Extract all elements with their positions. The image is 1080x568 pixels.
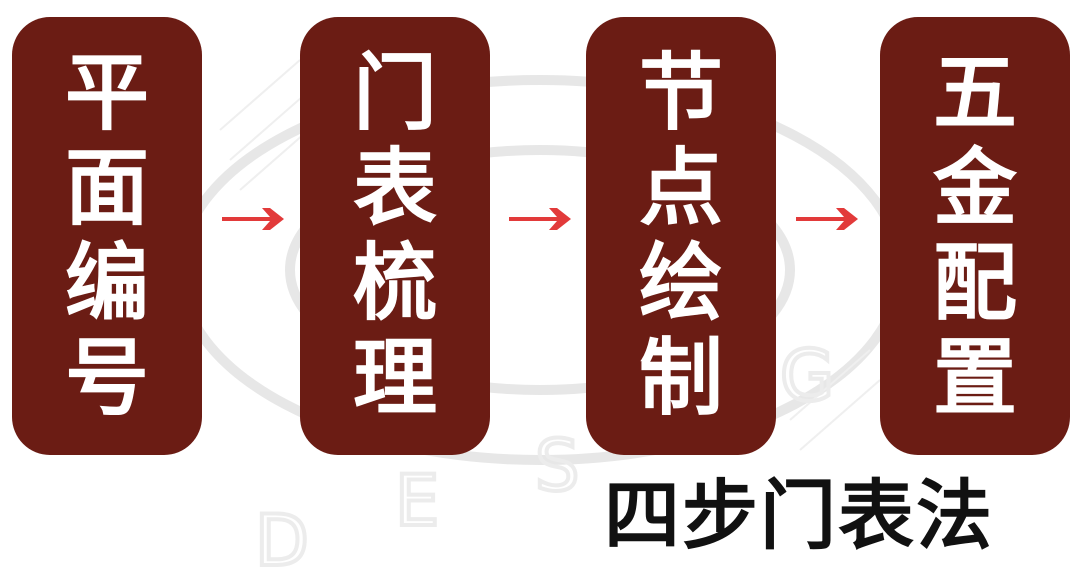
- step-4-char: 配: [932, 234, 1017, 332]
- step-box-3: 节 点 绘 制: [586, 17, 776, 455]
- step-box-4: 五 金 配 置: [880, 17, 1070, 455]
- step-1-char: 平: [64, 44, 149, 142]
- step-box-1: 平 面 编 号: [12, 17, 202, 455]
- method-title: 四步门表法: [604, 471, 994, 560]
- arrow-right-icon: [796, 208, 858, 230]
- step-box-2: 门 表 梳 理: [300, 17, 490, 455]
- step-2-char: 梳: [352, 234, 437, 332]
- step-1-char: 号: [64, 329, 149, 427]
- arrow-right-icon: [509, 208, 571, 230]
- step-3-char: 点: [638, 139, 723, 237]
- step-1-char: 面: [64, 139, 149, 237]
- step-4-char: 置: [932, 329, 1017, 427]
- arrow-right-icon: [222, 208, 284, 230]
- step-2-char: 理: [352, 329, 437, 427]
- watermark-letter: D: [255, 500, 309, 568]
- step-2-char: 门: [352, 44, 437, 142]
- step-4-char: 金: [932, 139, 1017, 237]
- watermark-letter: G: [780, 335, 834, 417]
- step-3-char: 制: [638, 329, 723, 427]
- step-3-char: 节: [638, 44, 723, 142]
- watermark-letter: E: [395, 460, 439, 542]
- step-1-char: 编: [64, 234, 149, 332]
- step-4-char: 五: [932, 44, 1017, 142]
- watermark-letter: S: [535, 425, 579, 507]
- step-3-char: 绘: [638, 234, 723, 332]
- step-2-char: 表: [352, 139, 437, 237]
